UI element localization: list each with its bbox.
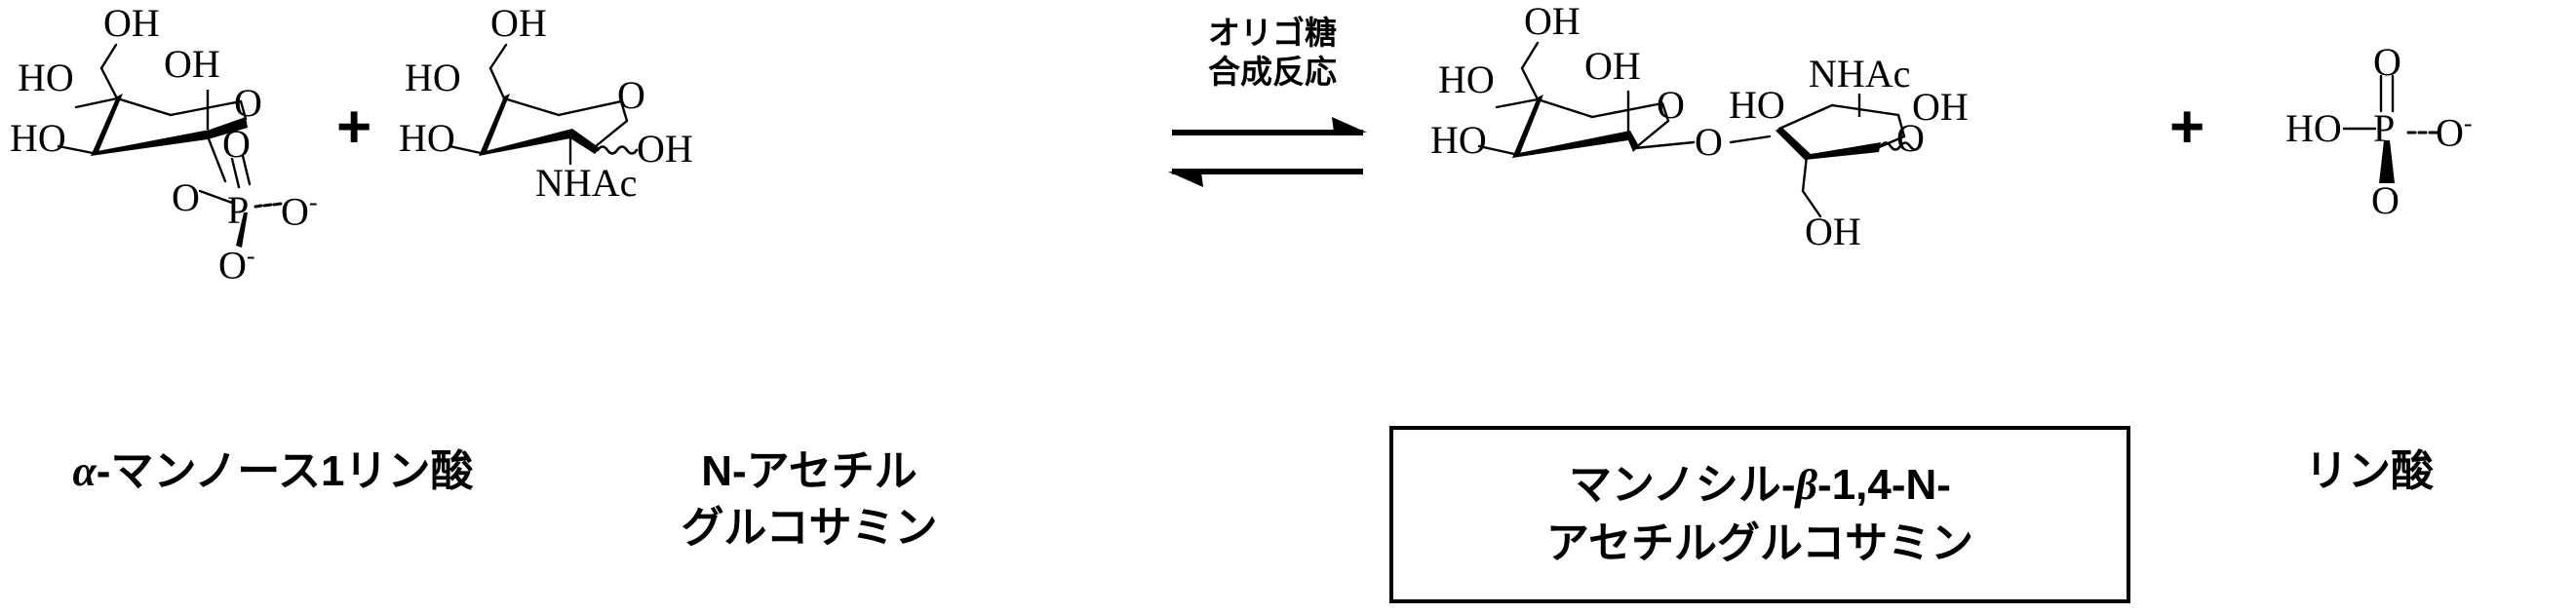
equilibrium-arrow-icon [1168, 117, 1367, 187]
arrowhead-reverse [1168, 172, 1203, 187]
plus-sign-left: + [336, 94, 372, 161]
plus-sign-right: + [2169, 94, 2205, 161]
atom-label-glycosidic-oxygen: O [1695, 120, 1723, 164]
atom-label-oxygen-anion-right: O- [2436, 109, 2473, 155]
atom-label-ring-oxygen: O [234, 81, 262, 125]
reaction-caption: オリゴ糖 合成反応 [1141, 14, 1404, 93]
bold-ring-bonds [91, 94, 248, 156]
glcnac-svg [448, 43, 639, 166]
atom-label-oxygen-anion-right: O- [281, 188, 318, 234]
reactant-1-name-rest: -マンノース1リン酸 [96, 447, 474, 495]
mannose-1-phosphate-svg [57, 43, 283, 248]
atom-label-oh-c2-left: OH [1584, 44, 1641, 88]
bold-ring-bonds [479, 94, 600, 156]
atom-label-nhac-right: NHAc [1809, 52, 1911, 96]
product-name-box: マンノシル-β-1,4-N- アセチルグルコサミン [1389, 426, 2130, 603]
atom-label-ring-oxygen-left: O [1657, 83, 1685, 127]
product-name-line-1: マンノシル-β-1,4-N- [1393, 456, 2127, 515]
bold-ring-bonds-left [1512, 95, 1639, 158]
charge-minus-bottom: - [246, 242, 255, 270]
atom-label-oh-top: OH [103, 1, 160, 45]
reactant-2-name-line-1: N-アセチル [701, 447, 917, 495]
reaction-arrow-group: オリゴ糖 合成反応 [1141, 14, 1404, 218]
atom-label-oh-bottom-right: OH [1805, 210, 1861, 253]
atom-label-oh-anomeric: OH [637, 127, 693, 171]
atom-label-phosphoryl-oxygen-top: O [2373, 40, 2401, 84]
reactant-2-name-line-2: グルコサミン [681, 504, 938, 553]
reactant-2-structure: OH HO HO O NHAc OH [399, 0, 726, 292]
phosphate-svg [2342, 74, 2439, 183]
atom-label-oh-top-left: OH [1524, 0, 1581, 43]
atom-label-oxygen-anion-bottom: O- [218, 242, 255, 288]
reactant-1-name-label: α-マンノース1リン酸 [0, 443, 546, 500]
atom-label-ester-oxygen: O [172, 175, 200, 219]
atom-label-ring-oxygen-right: O [1896, 116, 1925, 160]
atom-label-phosphoryl-oxygen: O [222, 122, 251, 166]
charge-minus-right: - [308, 188, 318, 216]
charge-minus-right: - [2463, 109, 2473, 137]
product-name-line-1-part-b: -1,4-N- [1817, 461, 1951, 510]
atom-label-phosphorus: P [2373, 106, 2396, 150]
atom-label-oh-top: OH [490, 1, 547, 45]
byproduct-name-label: リン酸 [2305, 447, 2434, 495]
atom-label-ho-lower-left: HO [1430, 118, 1487, 162]
product-structure: OH OH HO HO O O HO NHAc OH O OH [1419, 0, 2082, 370]
atom-label-oh-anomeric-right: OH [1912, 85, 1969, 129]
reactant-1-structure: OH OH HO HO O O P O O- O- [0, 0, 410, 390]
atom-label-oh-c2: OH [164, 42, 220, 86]
product-name-line-1-part-a: マンノシル- [1569, 461, 1796, 510]
atom-label-oxygen-bottom: O [2371, 178, 2400, 222]
atom-label-ho-right-ring: HO [1729, 83, 1785, 127]
greek-alpha: α [72, 447, 97, 495]
atom-label-ho-upper-left: HO [1438, 58, 1495, 101]
byproduct-structure: HO P O O- O [2272, 39, 2555, 273]
atom-label-ho-lower-left: HO [10, 116, 66, 160]
atom-label-ho-lower-left: HO [399, 116, 455, 160]
atom-label-ho-phosphate: HO [2285, 106, 2342, 150]
product-name-line-2: アセチルグルコサミン [1545, 519, 1974, 567]
product-name-label: マンノシル-β-1,4-N- アセチルグルコサミン [1393, 456, 2127, 573]
reactant-2-name-label: N-アセチル グルコサミン [605, 443, 1014, 556]
atom-label-phosphorus: P [227, 188, 250, 232]
atom-label-ho-upper-left: HO [18, 56, 74, 99]
reaction-caption-line-2: 合成反応 [1208, 54, 1337, 91]
atom-label-ho-upper-left: HO [405, 56, 461, 99]
bold-ring-bonds-right [1776, 127, 1881, 160]
mannosyl-glcnac-svg [1477, 41, 1922, 218]
atom-label-ring-oxygen: O [617, 73, 645, 117]
reaction-caption-line-1: オリゴ糖 [1208, 15, 1337, 51]
atom-label-nhac: NHAc [535, 161, 638, 205]
arrowhead-forward [1332, 117, 1367, 133]
greek-beta: β [1795, 461, 1818, 510]
